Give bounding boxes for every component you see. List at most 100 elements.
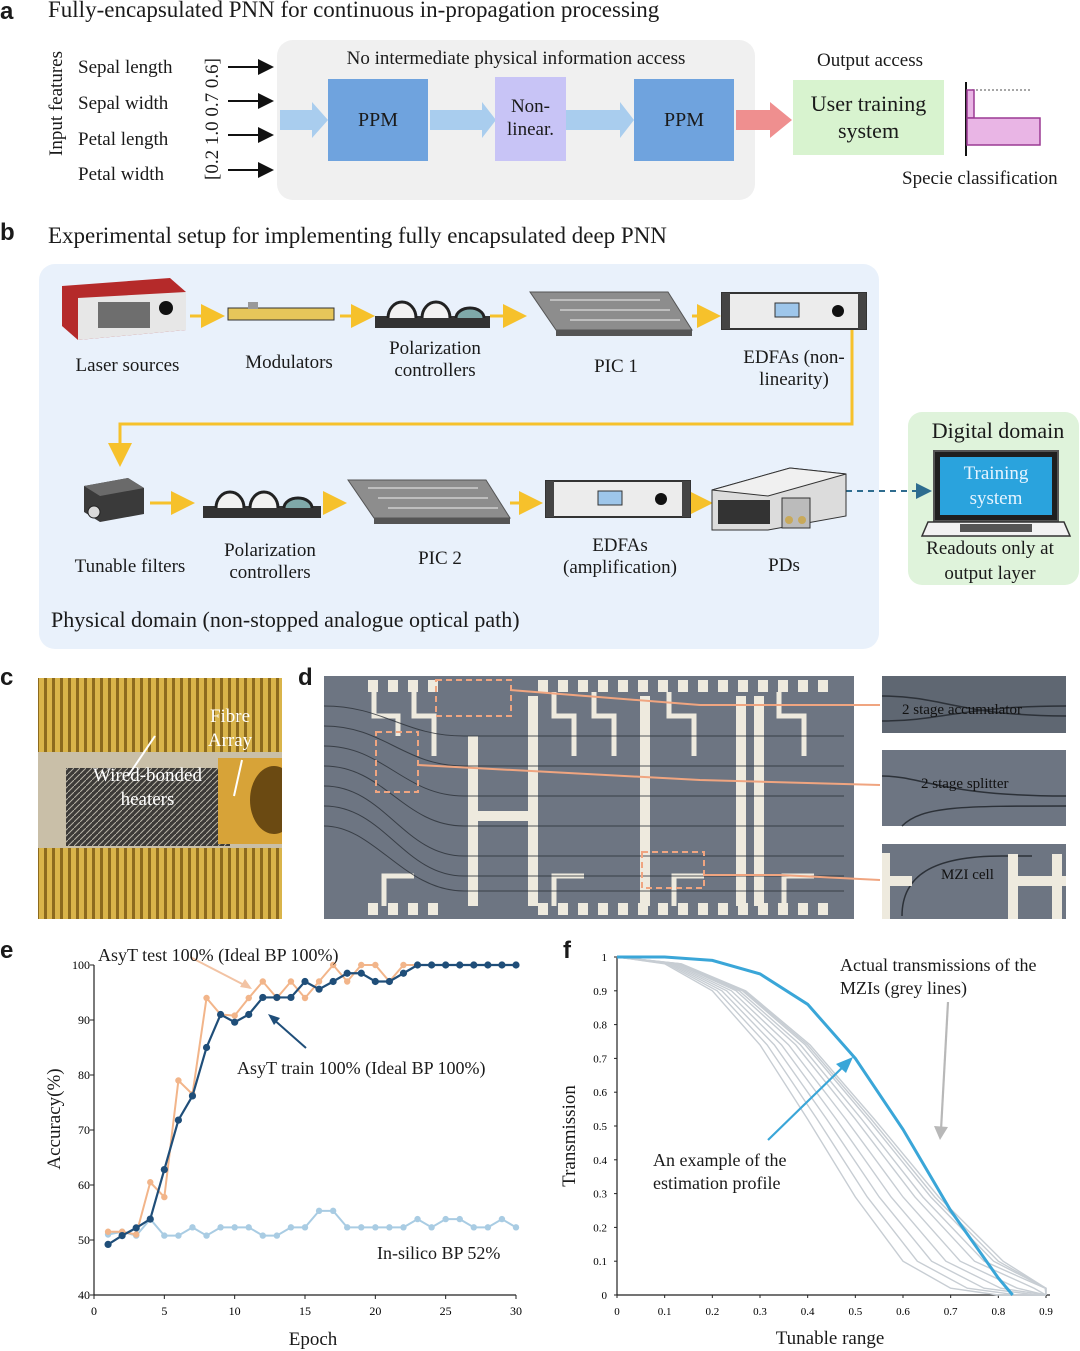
- x-tick-label: 0.3: [753, 1306, 767, 1318]
- polarization-controller-icon-2: [203, 490, 321, 518]
- series-point-2: [442, 1215, 449, 1223]
- series-point-0: [315, 985, 323, 993]
- actual-arrow: [939, 1001, 950, 1131]
- ppm-2-label: PPM: [663, 109, 705, 131]
- series-line-0: [107, 963, 516, 1246]
- series-point-2: [470, 1224, 477, 1231]
- series-point-2: [301, 1224, 309, 1231]
- series-point-0: [273, 993, 281, 1002]
- x-tick-label: 0.5: [848, 1306, 862, 1318]
- ppm-block-2: PPM: [634, 79, 734, 161]
- y-tick-label: 100: [72, 958, 90, 972]
- y-tick-label: 40: [78, 1288, 90, 1302]
- inset-accumulator-label: 2 stage accumulator: [902, 702, 1022, 718]
- series-point-2: [386, 1224, 393, 1231]
- mzi-grey-curve-5: [616, 956, 1047, 1296]
- f-annotation-arrows: [767, 1001, 950, 1141]
- series-point-2: [456, 1215, 463, 1223]
- estimation-profile-line: [617, 955, 1014, 1296]
- series-point-0: [287, 993, 295, 1002]
- series-point-1: [104, 1228, 112, 1235]
- series-point-2: [400, 1224, 407, 1231]
- tunable-filter-icon: [84, 478, 144, 522]
- series-point-2: [203, 1232, 210, 1239]
- y-tick-label: 1: [602, 952, 608, 964]
- series-point-0: [104, 1240, 112, 1248]
- series-point-0: [399, 969, 408, 977]
- y-tick-label: 50: [78, 1233, 90, 1247]
- pic-2-icon: [347, 479, 511, 524]
- series-point-1: [161, 1193, 168, 1201]
- series-point-2: [259, 1232, 266, 1239]
- e-test-annotation: AsyT test 100% (Ideal BP 100%): [98, 945, 339, 965]
- feature-petal-width: Petal width: [78, 164, 165, 185]
- pic-1-icon: [529, 291, 693, 336]
- flow-arrow-1: [430, 102, 496, 138]
- chip-photo: [38, 678, 282, 919]
- class-bar-large: [966, 117, 1041, 146]
- series-point-2: [344, 1224, 351, 1231]
- pic-layout-image: [324, 676, 854, 919]
- x-tick-label: 10: [229, 1304, 241, 1318]
- pic-2-label: PIC 2: [418, 548, 462, 569]
- mzi-grey-curve-1: [616, 956, 1046, 1296]
- series-point-2: [231, 1224, 238, 1231]
- x-tick-label: 0: [91, 1304, 97, 1318]
- e-train-annotation: AsyT train 100% (Ideal BP 100%): [237, 1058, 486, 1078]
- series-point-0: [371, 977, 379, 986]
- specie-classification-label: Specie classification: [902, 168, 1058, 189]
- x-tick-label: 0.1: [658, 1306, 672, 1318]
- flow-arrow-2: [566, 102, 634, 138]
- f-ylabel: Transmission: [559, 1085, 580, 1187]
- panel-b-label: b: [0, 219, 15, 246]
- series-point-2: [484, 1224, 492, 1231]
- user-training-label: User training system: [810, 91, 927, 143]
- panel-e-label: e: [0, 937, 14, 964]
- feature-petal-length: Petal length: [78, 129, 169, 150]
- test-arrow-head: [240, 979, 252, 989]
- train-arrow-head: [268, 1014, 280, 1025]
- y-tick-label: 0.4: [593, 1155, 607, 1167]
- panel-d-label: d: [298, 664, 313, 691]
- x-tick-label: 0: [614, 1306, 620, 1318]
- edfas-amplification-label: EDFAs (amplification): [563, 535, 677, 578]
- y-tick-label: 0.1: [593, 1256, 607, 1268]
- mzi-grey-curve-9: [616, 956, 1047, 1295]
- y-tick-label: 80: [78, 1068, 90, 1082]
- series-point-1: [301, 994, 309, 1002]
- series-point-2: [189, 1224, 196, 1231]
- polarization-controllers-1-label: Polarization controllers: [389, 338, 481, 381]
- nonlinear-label: Non- linear.: [507, 96, 554, 140]
- series-point-0: [385, 977, 393, 986]
- example-arrow-head: [836, 1057, 853, 1073]
- series-point-1: [175, 1077, 182, 1084]
- series-point-1: [203, 994, 210, 1002]
- pds-label: PDs: [768, 555, 800, 576]
- inset-accumulator: [882, 676, 1066, 733]
- physical-domain-label: Physical domain (non-stopped analogue op…: [51, 607, 520, 632]
- series-point-0: [188, 1092, 197, 1100]
- x-tick-label: 0.9: [1039, 1306, 1053, 1318]
- x-tick-label: 0.7: [944, 1306, 958, 1318]
- e-ylabel: Accuracy(%): [44, 1068, 65, 1170]
- y-tick-label: 0.8: [593, 1020, 607, 1032]
- photodetector-icon: [711, 467, 847, 531]
- laptop-icon: [920, 450, 1072, 537]
- series-point-2: [428, 1224, 435, 1231]
- panel-b-graphics: [62, 278, 1072, 537]
- e-insilico-annotation: In-silico BP 52%: [377, 1243, 501, 1263]
- series-point-0: [442, 961, 450, 969]
- series-point-0: [160, 1166, 168, 1174]
- x-tick-label: 20: [369, 1304, 381, 1318]
- inset-connectors: [417, 689, 881, 881]
- mzi-grey-curve-0: [616, 956, 1046, 1296]
- y-tick-label: 0.9: [593, 986, 607, 998]
- y-tick-label: 70: [78, 1123, 90, 1137]
- ppm-1-label: PPM: [357, 109, 399, 131]
- test-arrow: [189, 956, 251, 989]
- e-annotation-arrows: [189, 956, 307, 1049]
- series-point-2: [372, 1224, 379, 1231]
- series-point-1: [372, 961, 379, 969]
